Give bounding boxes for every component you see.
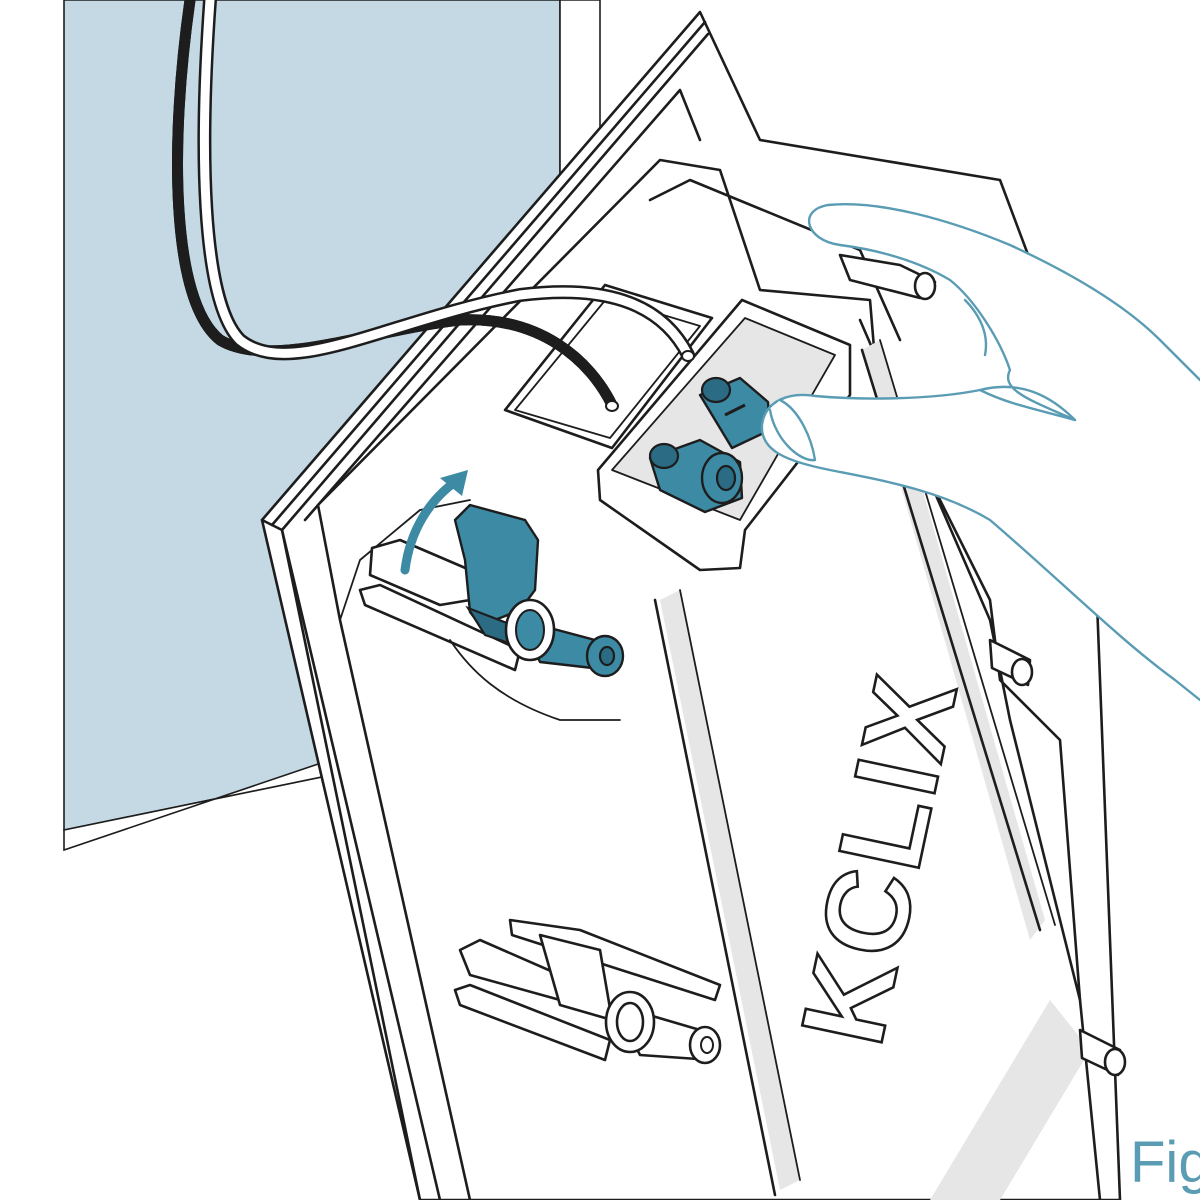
push-connector-top — [698, 376, 772, 450]
push-connector-bottom — [648, 438, 744, 514]
blue-lever — [453, 503, 625, 678]
hand — [760, 203, 1200, 702]
rotate-arrow-icon — [400, 470, 468, 575]
cables — [172, 0, 695, 412]
bottom-clamp — [453, 918, 722, 1065]
box-tray — [316, 158, 1102, 1200]
mounting-tabs — [838, 253, 1127, 1077]
figure-caption: Fig — [1130, 1130, 1200, 1195]
